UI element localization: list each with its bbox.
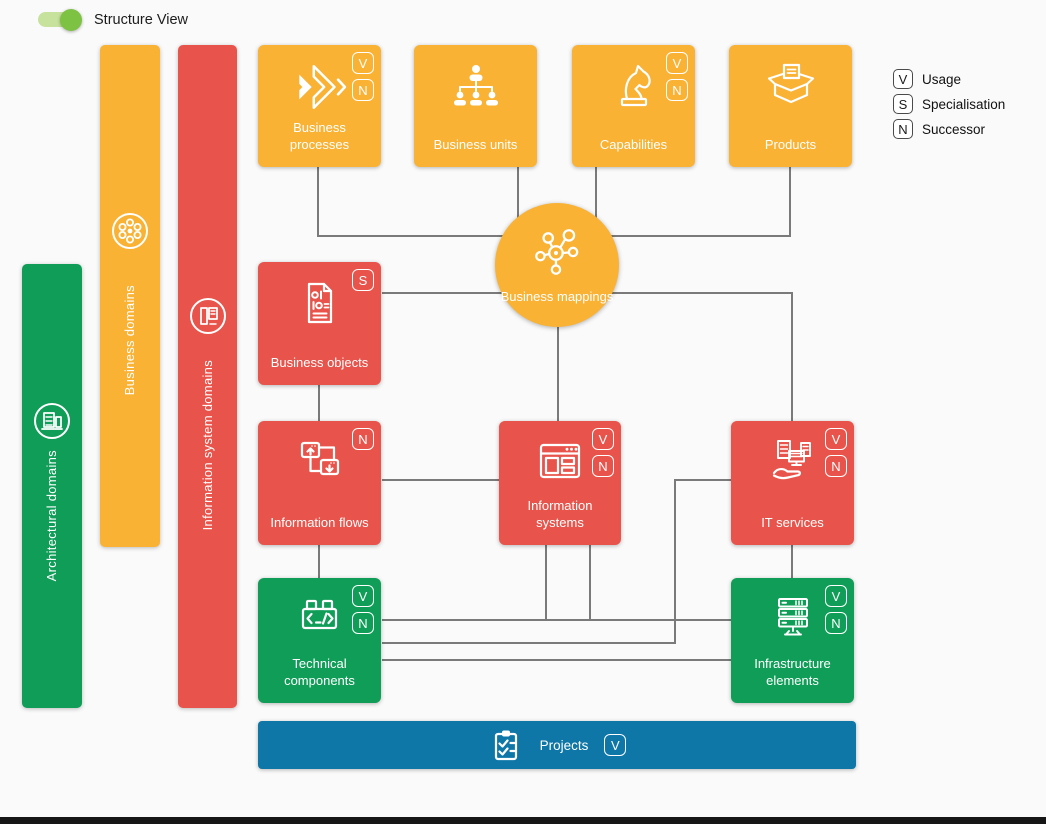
usage-badge: V <box>666 52 688 74</box>
successor-badge: N <box>666 79 688 101</box>
successor-badge: N <box>825 612 847 634</box>
structure-view-toggle[interactable] <box>38 9 82 31</box>
successor-badge: N <box>893 119 913 139</box>
successor-badge: N <box>592 455 614 477</box>
node-label: Business processes <box>289 120 350 153</box>
toggle-knob <box>60 9 82 31</box>
legend: V Usage S Specialisation N Successor <box>893 68 1005 140</box>
usage-badge: V <box>893 69 913 89</box>
successor-badge: N <box>352 79 374 101</box>
node-label: Infrastructure elements <box>754 656 831 689</box>
legend-item-successor: N Successor <box>893 118 1005 140</box>
successor-badge: N <box>352 612 374 634</box>
sidebar-information-system-domains[interactable]: Information system domains <box>178 45 237 708</box>
node-label: Products <box>764 137 817 153</box>
legend-item-usage: V Usage <box>893 68 1005 90</box>
node-label: Information systems <box>527 498 593 531</box>
specialisation-badge: S <box>352 269 374 291</box>
chess-knight-icon <box>572 58 695 114</box>
node-business-objects[interactable]: S Business objects <box>258 262 381 385</box>
binary-document-icon <box>258 275 381 331</box>
node-label: Business objects <box>270 355 369 371</box>
usage-badge: V <box>352 52 374 74</box>
node-label: IT services <box>761 515 824 531</box>
legend-item-specialisation: S Specialisation <box>893 93 1005 115</box>
code-brick-icon <box>258 591 381 647</box>
node-information-flows[interactable]: N Information flows <box>258 421 381 545</box>
chevrons-icon <box>258 58 381 116</box>
node-label: Information flows <box>270 515 369 531</box>
service-hand-icon <box>731 434 854 490</box>
legend-label: Usage <box>922 71 962 87</box>
domain-label: Information system domains <box>199 360 215 531</box>
open-box-icon <box>729 58 852 114</box>
architecture-icon <box>32 401 72 446</box>
domain-label: Architectural domains <box>44 450 59 582</box>
org-chart-icon <box>414 58 537 114</box>
server-stack-icon <box>731 591 854 647</box>
legend-label: Specialisation <box>922 96 1006 112</box>
node-label: Technical components <box>284 656 355 689</box>
legend-label: Successor <box>922 121 986 137</box>
usage-badge: V <box>825 428 847 450</box>
usage-badge: V <box>352 585 374 607</box>
devices-icon <box>188 296 228 341</box>
sidebar-architectural-domains[interactable]: Architectural domains <box>22 264 82 708</box>
hub-icon <box>528 224 586 287</box>
app-window-icon <box>499 434 621 490</box>
node-projects[interactable]: Projects V <box>258 721 856 769</box>
usage-badge: V <box>825 585 847 607</box>
node-label: Projects <box>539 737 589 753</box>
node-label: Business units <box>433 137 518 153</box>
window-flow-icon <box>258 434 381 490</box>
node-business-units[interactable]: Business units <box>414 45 537 167</box>
node-label: Business mappings <box>500 289 614 305</box>
node-label: Capabilities <box>599 137 668 153</box>
view-toggle-row: Structure View <box>38 9 188 31</box>
node-business-mappings[interactable]: Business mappings <box>495 203 619 327</box>
structure-view-label: Structure View <box>94 12 189 28</box>
cluster-icon <box>110 211 150 256</box>
window-edge-strip <box>0 817 1046 824</box>
usage-badge: V <box>604 734 627 756</box>
domain-label: Business domains <box>122 285 137 396</box>
specialisation-badge: S <box>893 94 913 114</box>
node-products[interactable]: Products <box>729 45 852 167</box>
clipboard-check-icon <box>488 727 524 763</box>
successor-badge: N <box>825 455 847 477</box>
sidebar-business-domains[interactable]: Business domains <box>100 45 160 547</box>
usage-badge: V <box>592 428 614 450</box>
successor-badge: N <box>352 428 374 450</box>
